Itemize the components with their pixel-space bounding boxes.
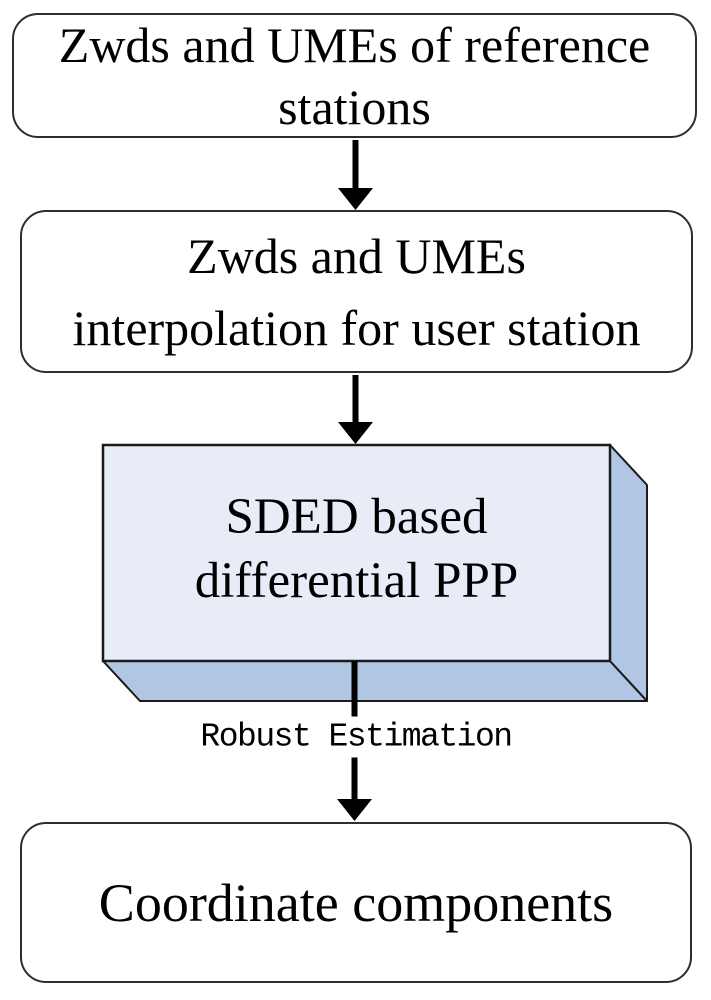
node-reference-stations: Zwds and UMEs of reference stations	[12, 13, 697, 138]
flow-arrow-1	[338, 140, 373, 210]
node-interpolation: Zwds and UMEs interpolation for user sta…	[20, 210, 693, 373]
node-coordinate-components-line1: Coordinate components	[98, 872, 614, 933]
process-box-bottom-face	[102, 660, 648, 702]
edge-label-robust-estimation: Robust Estimation	[192, 716, 520, 758]
node-interpolation-line2: interpolation for user station	[72, 299, 641, 356]
process-box-right-face	[609, 444, 648, 702]
flow-arrow-2	[338, 375, 373, 444]
process-box-3d	[101, 443, 648, 702]
node-reference-stations-line1: Zwds and UMEs of reference	[58, 16, 651, 73]
process-box-front-face	[101, 443, 612, 663]
node-coordinate-components: Coordinate components	[20, 822, 692, 983]
node-reference-stations-line2: stations	[278, 78, 431, 135]
node-interpolation-line1: Zwds and UMEs	[187, 227, 526, 284]
